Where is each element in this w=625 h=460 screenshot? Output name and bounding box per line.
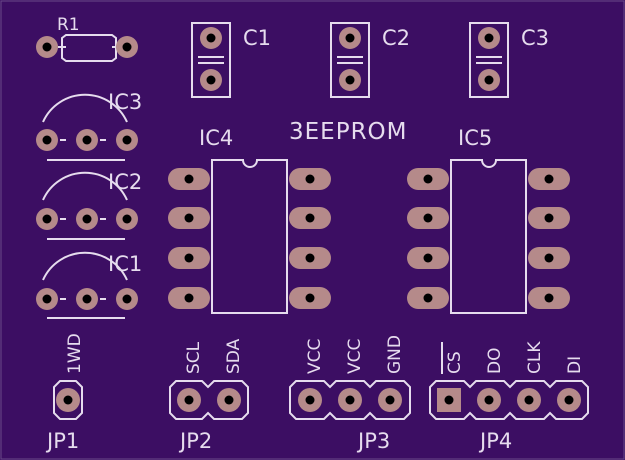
jp4-pin-1-label: CS — [445, 351, 465, 374]
ic4-label: IC4 — [199, 126, 233, 150]
c3-outline — [469, 22, 509, 98]
r1-outline — [61, 34, 117, 62]
c2-outline — [330, 22, 370, 98]
r1-label: R1 — [57, 15, 80, 35]
jp4-pin-4-label: DI — [565, 356, 585, 374]
jp2-outline — [169, 380, 249, 420]
header-jp2: SCL SDA JP2 — [169, 338, 249, 453]
ic3-outline — [42, 93, 128, 123]
jp3-label: JP3 — [356, 429, 390, 453]
chip-ic4: IC4 — [168, 126, 331, 314]
ic5-outline — [450, 159, 527, 314]
jp2-label: JP2 — [178, 429, 212, 453]
capacitor-c3: C3 — [469, 22, 549, 98]
ic4-outline — [211, 159, 288, 314]
ic3-label: IC3 — [108, 90, 142, 114]
header-jp3: VCC VCC GND JP3 — [289, 335, 411, 453]
chip-ic5: IC5 — [407, 126, 570, 314]
jp1-label: JP1 — [45, 429, 79, 453]
capacitor-c1: C1 — [191, 22, 271, 98]
jp4-pin-2-label: DO — [485, 348, 505, 374]
capacitor-c2: C2 — [330, 22, 410, 98]
jp3-pin-2-label: VCC — [345, 339, 365, 374]
ic5-label: IC5 — [458, 126, 492, 150]
transistor-ic2: IC2 — [36, 170, 142, 240]
ic5-pads — [407, 168, 570, 309]
board-title: 3EEPROM — [289, 119, 408, 145]
resistor-r1: R1 — [36, 15, 138, 62]
jp4-pin-3-label: CLK — [525, 341, 545, 374]
ic1-label: IC1 — [108, 252, 142, 276]
jp1-outline — [53, 380, 83, 420]
jp2-pin-1-label: SCL — [184, 341, 204, 374]
jp1-pin-1-label: 1WD — [65, 333, 85, 374]
jp3-pin-3-label: GND — [385, 335, 405, 374]
jp2-pin-2-label: SDA — [224, 338, 244, 374]
jp4-label: JP4 — [478, 429, 512, 453]
ic2-outline — [42, 171, 128, 201]
jp4-outline — [429, 380, 589, 420]
c3-label: C3 — [521, 26, 549, 50]
ic1-outline — [42, 251, 128, 281]
c2-label: C2 — [382, 26, 410, 50]
header-jp4: CS DO CLK DI JP4 — [429, 341, 589, 453]
transistor-ic1: IC1 — [36, 251, 142, 319]
c1-label: C1 — [243, 26, 271, 50]
header-jp1: 1WD JP1 — [45, 333, 85, 453]
c1-outline — [191, 22, 231, 98]
ic4-pads — [168, 168, 331, 309]
transistor-ic3: IC3 — [36, 90, 142, 161]
jp3-pin-1-label: VCC — [305, 339, 325, 374]
ic2-label: IC2 — [108, 170, 142, 194]
jp3-outline — [289, 380, 411, 420]
